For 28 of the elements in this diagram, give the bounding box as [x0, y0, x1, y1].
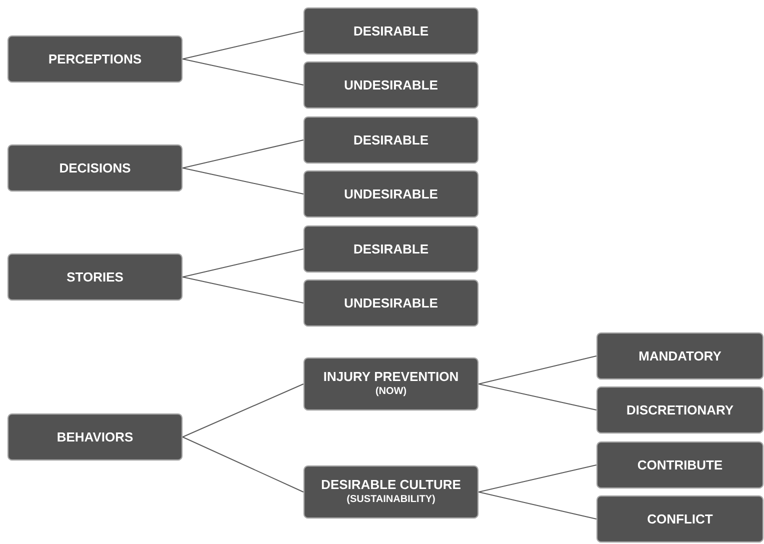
connector-line: [182, 384, 304, 438]
connector-line: [478, 356, 597, 384]
category-box: DESIRABLE: [303, 225, 479, 273]
connector-line: [182, 248, 304, 278]
connector-line: [182, 276, 304, 304]
category-box: DECISIONS: [7, 144, 183, 192]
category-box: UNDESIRABLE: [303, 170, 479, 218]
category-box: DESIRABLE CULTURE (SUSTAINABILITY): [303, 465, 479, 519]
category-box: DESIRABLE: [303, 116, 479, 164]
connector-line: [182, 436, 304, 492]
connector-line: [182, 168, 304, 194]
category-box: DESIRABLE: [303, 7, 479, 55]
category-box: DISCRETIONARY: [596, 386, 764, 434]
connector-line: [182, 58, 304, 86]
category-box: PERCEPTIONS: [7, 35, 183, 83]
category-box: CONTRIBUTE: [596, 441, 764, 489]
connector-line: [182, 30, 304, 60]
category-box: STORIES: [7, 253, 183, 301]
category-box: MANDATORY: [596, 332, 764, 380]
connector-line: [182, 140, 304, 168]
category-box: INJURY PREVENTION (NOW): [303, 357, 479, 411]
connector-line: [478, 492, 597, 520]
connector-line: [478, 384, 597, 410]
category-box: CONFLICT: [596, 495, 764, 543]
category-box: BEHAVIORS: [7, 413, 183, 461]
connector-line: [478, 464, 597, 492]
category-box: UNDESIRABLE: [303, 279, 479, 327]
category-box: UNDESIRABLE: [303, 61, 479, 109]
